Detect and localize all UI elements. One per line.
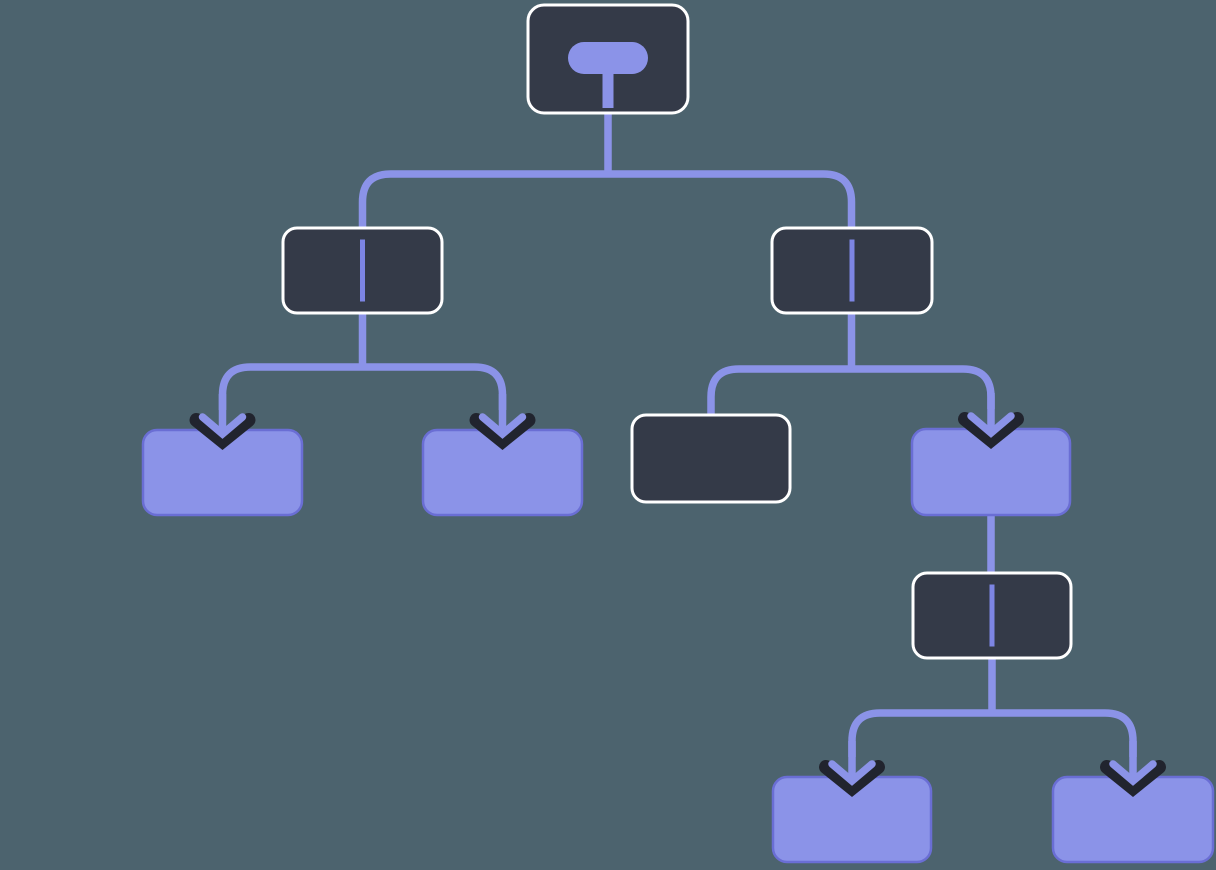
node-root[interactable] xyxy=(526,3,690,115)
edge-right-branches xyxy=(707,365,995,416)
arrow-shadow-chevron-icon xyxy=(958,412,1024,449)
arrow-into-leaf-1 xyxy=(189,394,256,450)
arrowhead-chevron-icon xyxy=(198,413,247,439)
arrow-into-leaf-2 xyxy=(469,394,536,450)
node-branch-right[interactable] xyxy=(770,226,934,315)
node-branch-bottom[interactable] xyxy=(911,571,1073,660)
edge-root-branches xyxy=(358,170,856,229)
arrowhead-chevron-icon xyxy=(478,413,527,439)
arrow-into-leaf-3 xyxy=(958,393,1024,449)
arrow-shadow-chevron-icon xyxy=(1100,760,1166,797)
arrowhead-chevron-icon xyxy=(1109,760,1157,786)
node-branch-left[interactable] xyxy=(281,226,444,315)
node-plain-dark[interactable] xyxy=(630,413,792,504)
edge-bottom-branches xyxy=(848,709,1137,757)
pill-icon xyxy=(568,42,648,108)
edge-left-branches xyxy=(218,363,507,410)
arrowhead-chevron-icon xyxy=(967,412,1015,438)
arrow-shadow-chevron-icon xyxy=(819,760,885,797)
node-plain-dark-body[interactable] xyxy=(630,413,792,504)
arrow-into-leaf-5 xyxy=(1100,741,1166,797)
arrowhead-chevron-icon xyxy=(828,760,876,786)
arrow-into-leaf-4 xyxy=(819,741,885,797)
arrow-shadow-chevron-icon xyxy=(469,413,536,450)
arrow-shadow-chevron-icon xyxy=(189,413,256,450)
